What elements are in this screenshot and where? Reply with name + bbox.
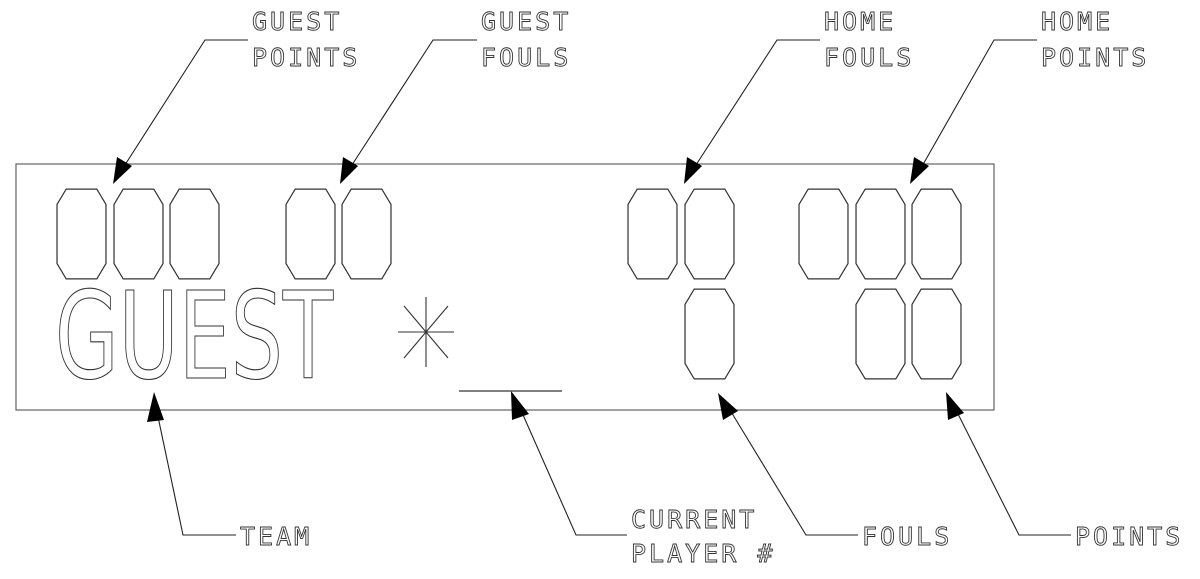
guest-fouls-digit (341, 188, 392, 280)
player-fouls-digits (684, 288, 735, 380)
home-fouls-arrowhead (684, 157, 702, 184)
current-player-label: CURRENT PLAYER # (631, 505, 775, 568)
guest-fouls-arrowhead (340, 157, 358, 184)
home-fouls-digit (627, 188, 678, 280)
current-player-leader (511, 391, 627, 536)
fouls-leader (718, 393, 858, 536)
home-points-digit (855, 188, 906, 280)
fouls-label: FOULS (862, 522, 952, 551)
home-points-digits (798, 188, 962, 280)
player-points-digit (911, 288, 962, 380)
home-points-digit (798, 188, 849, 280)
fouls-arrowhead (718, 393, 738, 420)
team-leader (147, 392, 236, 536)
points-arrowhead (946, 392, 964, 420)
guest-points-digits (56, 188, 220, 280)
team-label: TEAM (240, 522, 312, 551)
guest-fouls-digit (285, 188, 336, 280)
home-points-leader (910, 39, 1037, 184)
guest-points-digit (113, 188, 164, 280)
guest-points-arrowhead (113, 157, 132, 184)
home-points-label: HOME POINTS (1041, 7, 1149, 72)
guest-fouls-label: GUEST FOULS (481, 7, 589, 72)
points-label: POINTS (1075, 522, 1183, 551)
player-fouls-digit (684, 288, 735, 380)
home-points-arrowhead (910, 157, 929, 184)
guest-fouls-leader (340, 39, 477, 184)
possession-asterisk-icon (398, 297, 454, 367)
guest-points-digit (169, 188, 220, 280)
home-points-digit (911, 188, 962, 280)
home-fouls-leader (684, 39, 820, 184)
guest-points-label: GUEST POINTS (252, 7, 360, 72)
current-player-arrowhead (511, 391, 529, 420)
home-fouls-label: HOME FOULS (824, 7, 914, 72)
guest-points-digit (56, 188, 107, 280)
player-points-digit (855, 288, 906, 380)
guest-points-leader (113, 39, 248, 184)
team-arrowhead (147, 392, 164, 422)
team-name-display: GUEST (55, 268, 334, 407)
home-fouls-digit (684, 188, 735, 280)
points-leader (946, 392, 1071, 536)
